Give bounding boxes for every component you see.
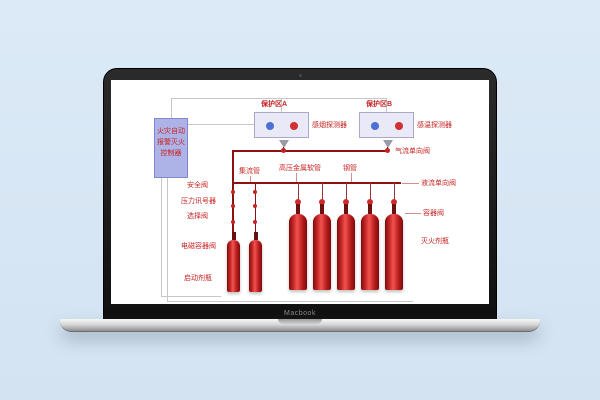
controller-label-line1: 火灾自动 (157, 128, 185, 135)
agent-bottle-5-check-valve (391, 199, 397, 205)
agent-bottle-3-container-valve (344, 204, 348, 214)
agent-bottle-2 (313, 183, 331, 290)
selector-valve-1 (231, 204, 235, 208)
detector-wire-drop-a (281, 98, 282, 112)
controller-label-line2: 报警灭火 (157, 138, 185, 146)
solenoid-valve-2 (253, 220, 257, 224)
zone-a-blue-lamp (266, 122, 274, 130)
agent-bottle-3-hose (346, 183, 347, 199)
collector-manifold-pipe (233, 182, 401, 184)
hose-leader-line (296, 173, 297, 182)
agent-bottle-4-container-valve (368, 204, 372, 214)
safety-valve-label: 安全阀 (187, 182, 208, 189)
webcam-dot (299, 74, 302, 77)
zone-b-title: 保护区B (366, 101, 393, 108)
agent-bottle-1-container-valve (296, 204, 300, 214)
agent-bottle-2-check-valve (319, 199, 325, 205)
starter-bottle-2 (249, 232, 262, 292)
smoke-detector-label: 感烟探测器 (312, 122, 347, 129)
agent-bottle-4-hose (370, 183, 371, 199)
zone-a-red-lamp (290, 122, 298, 130)
solenoid-valve-label: 电磁容器阀 (181, 243, 216, 250)
agent-bottle-label: 灭火剂瓶 (421, 238, 449, 245)
steel-pipe-label: 钢管 (343, 165, 357, 172)
starter-bottle-2-valve (253, 232, 258, 240)
manifold-label: 集流管 (239, 168, 260, 175)
laptop-base (60, 319, 540, 332)
agent-bottle-1 (289, 183, 307, 290)
nozzle-zone-b (383, 140, 393, 148)
wire-floor-1 (161, 296, 221, 297)
detector-wire-drop-b (386, 98, 387, 112)
controller-label-line3: 控制器 (160, 149, 182, 157)
wire-controller-down-2 (167, 178, 168, 302)
wire-floor-2 (167, 301, 413, 302)
agent-bottle-5-hose (394, 183, 395, 199)
heat-detector-label: 感温探测器 (417, 122, 452, 129)
agent-bottle-2-hose (322, 183, 323, 199)
starter-bottle-label: 启动剂瓶 (184, 275, 212, 282)
zone-b-blue-lamp (371, 122, 379, 130)
liquid-check-valve-label: 液流单向阀 (421, 180, 456, 187)
agent-bottle-3 (337, 183, 355, 290)
zone-b-box (359, 112, 414, 138)
agent-bottle-4-check-valve (367, 199, 373, 205)
agent-bottle-5-container-valve (392, 204, 396, 214)
wire-controller-down-1 (161, 178, 162, 296)
starter-bottle-1 (227, 232, 240, 292)
agent-bottle-2-container-valve (320, 204, 324, 214)
agent-bottle-1-check-valve (295, 199, 301, 205)
main-distribution-pipe (232, 150, 389, 152)
pipe-junction-a-dot (281, 148, 286, 153)
selector-valve-2 (253, 204, 257, 208)
gas-check-valve-label: 气流单向阀 (395, 148, 430, 155)
agent-bottle-1-hose (298, 183, 299, 199)
liquid-check-leader-line (402, 183, 419, 184)
agent-bottle-3-check-valve (343, 199, 349, 205)
laptop-screen: 火灾自动 报警灭火 控制器 保护区A 保护区B 感烟探测器 感温探测器 (111, 80, 489, 304)
starter-bottle-1-valve (231, 232, 236, 240)
pressure-signal-valve-1 (231, 190, 235, 194)
container-valve-leader-line (405, 213, 421, 214)
detector-wire-top (171, 98, 386, 99)
hp-hose-label: 高压金属软管 (279, 165, 321, 172)
zone-a-title: 保护区A (261, 101, 288, 108)
riser-pipe (232, 150, 234, 240)
detector-wire-drop-controller (171, 98, 172, 118)
agent-bottle-5 (385, 183, 403, 290)
manifold-leader-line (250, 176, 251, 182)
selector-valve-label: 选择阀 (187, 213, 208, 220)
solenoid-valve-1 (231, 220, 235, 224)
brand-label: Macbook (284, 310, 316, 317)
zone-b-red-lamp (395, 122, 403, 130)
zone-a-box (254, 112, 309, 138)
pipe-junction-b-dot (385, 148, 390, 153)
steel-pipe-leader-line (351, 173, 352, 182)
agent-bottle-4 (361, 183, 379, 290)
wire-controller-zone-a (188, 124, 254, 125)
fire-alarm-controller-box: 火灾自动 报警灭火 控制器 (154, 118, 188, 178)
container-valve-label: 容器阀 (423, 210, 444, 217)
pressure-signal-label: 压力讯号器 (181, 198, 216, 205)
nozzle-zone-a (279, 140, 289, 148)
starter-bottle-2-drop (255, 182, 256, 240)
base-notch (278, 319, 322, 324)
pressure-signal-valve-2 (253, 190, 257, 194)
laptop-bezel: 火灾自动 报警灭火 控制器 保护区A 保护区B 感烟探测器 感温探测器 (103, 68, 497, 320)
